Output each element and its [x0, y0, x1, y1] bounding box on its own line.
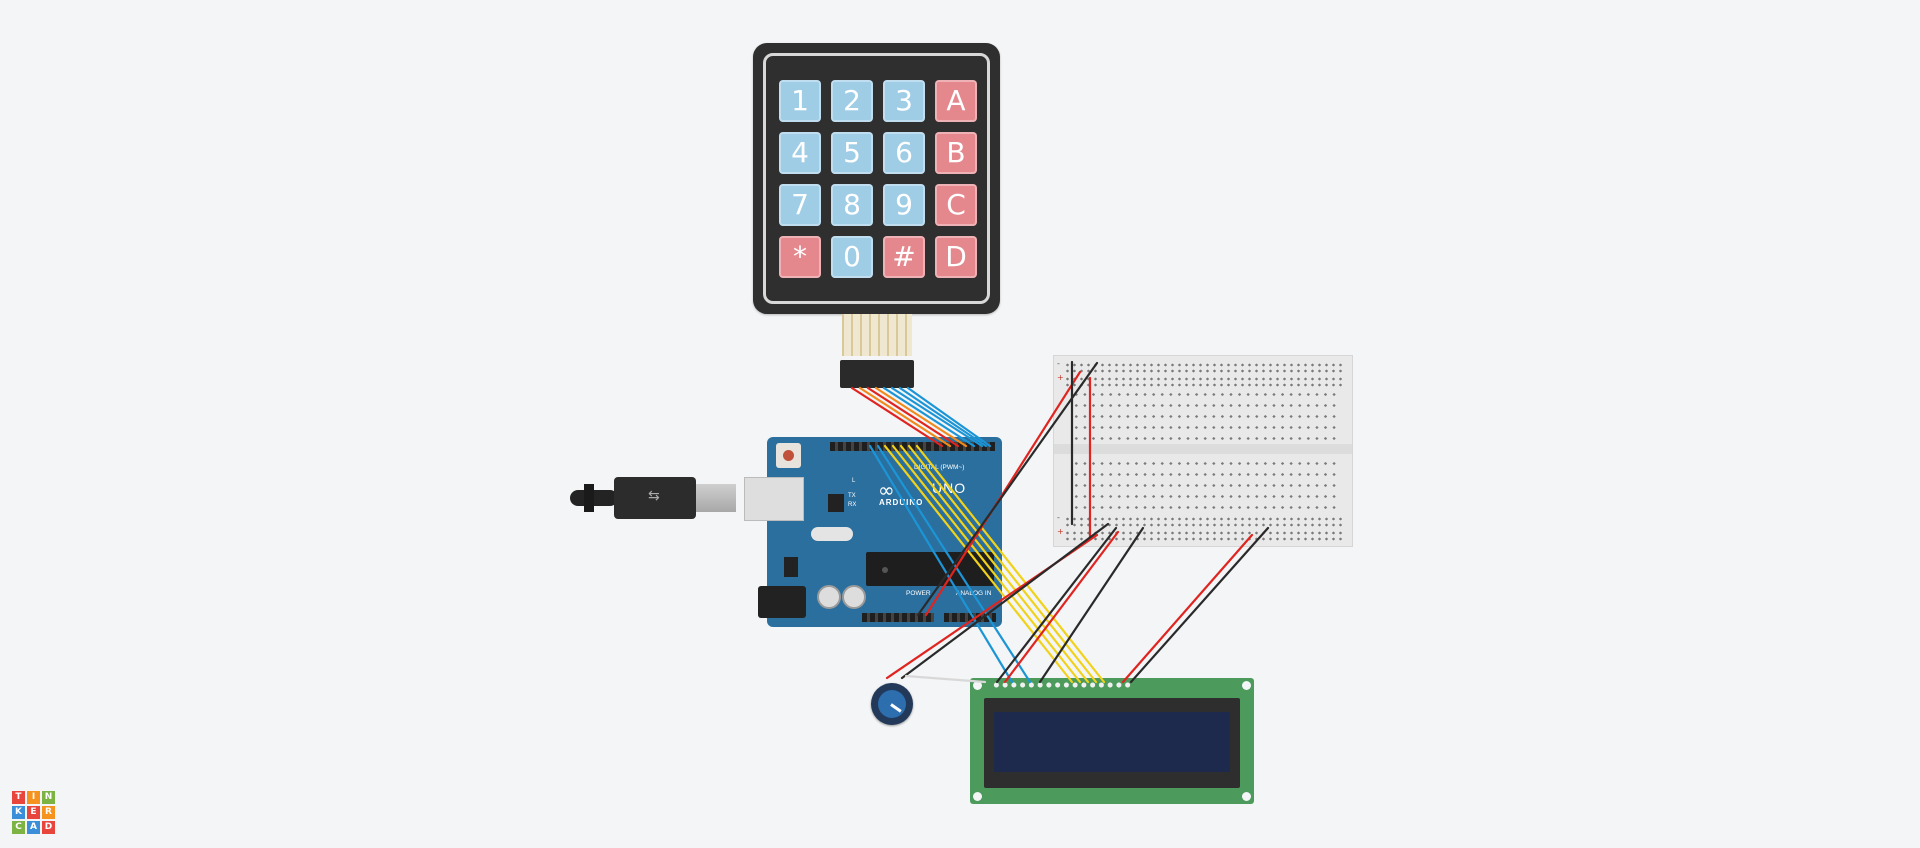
- usb-plug-metal: [696, 484, 736, 512]
- breadboard-lower-terminals[interactable]: [1072, 458, 1336, 513]
- keypad-connector[interactable]: [840, 360, 914, 388]
- lcd-mount-hole: [973, 681, 982, 690]
- reset-button[interactable]: [776, 443, 801, 468]
- power-label: POWER: [906, 590, 931, 597]
- logo-letter: C: [12, 821, 25, 834]
- usb-plug[interactable]: [614, 477, 696, 519]
- wire-lcd-backlight-a: [1121, 533, 1254, 684]
- arduino-model: UNO: [932, 480, 967, 496]
- logo-letter: K: [12, 806, 25, 819]
- keypad-key[interactable]: #: [883, 236, 925, 278]
- usb-cable-strain-relief: [584, 484, 594, 512]
- logo-letter: N: [42, 791, 55, 804]
- arduino-brand: ARDUINO: [879, 498, 924, 507]
- usb-cable[interactable]: [570, 490, 618, 506]
- logo-letter: R: [42, 806, 55, 819]
- lcd-mount-hole: [973, 792, 982, 801]
- capacitor-right: [842, 585, 866, 609]
- breadboard-upper-terminals[interactable]: [1072, 389, 1336, 444]
- wire-lcd-rw: [1038, 526, 1145, 684]
- crystal-oscillator: [811, 527, 853, 541]
- breadboard-bottom-rail-positive[interactable]: [1064, 530, 1342, 542]
- keypad-key[interactable]: 5: [831, 132, 873, 174]
- keypad-key[interactable]: 3: [883, 80, 925, 122]
- keypad-key[interactable]: 7: [779, 184, 821, 226]
- potentiometer[interactable]: [871, 683, 913, 725]
- breadboard-top-rail-positive[interactable]: [1064, 376, 1342, 388]
- led-tx-label: TX: [848, 493, 856, 499]
- arduino-logo-icon: ∞: [878, 478, 895, 502]
- analog-header[interactable]: [944, 613, 996, 622]
- wire-lcd-vss: [995, 526, 1118, 684]
- keypad-key[interactable]: B: [935, 132, 977, 174]
- logo-letter: E: [27, 806, 40, 819]
- capacitor-left: [817, 585, 841, 609]
- led-l-label: L: [852, 478, 856, 484]
- lcd-16x2[interactable]: [970, 678, 1254, 804]
- usb-port: [744, 477, 804, 521]
- logo-letter: A: [27, 821, 40, 834]
- logo-letter: T: [12, 791, 25, 804]
- breadboard-bottom-rail-negative[interactable]: [1064, 516, 1342, 528]
- breadboard-top-rail-negative[interactable]: [1064, 362, 1342, 374]
- keypad-key[interactable]: 1: [779, 80, 821, 122]
- rail-minus-label: -: [1057, 513, 1060, 522]
- voltage-regulator: [784, 557, 798, 577]
- keypad-key[interactable]: 2: [831, 80, 873, 122]
- keypad-key[interactable]: A: [935, 80, 977, 122]
- usb-icon: ⇆: [648, 488, 660, 504]
- lcd-pin-header[interactable]: [992, 682, 1132, 688]
- power-jack[interactable]: [758, 586, 806, 618]
- breadboard-center-channel: [1054, 444, 1352, 454]
- keypad-ribbon-cable: [842, 314, 912, 356]
- logo-letter: D: [42, 821, 55, 834]
- led-rx-label: RX: [848, 502, 857, 508]
- usb-controller-chip: [828, 494, 844, 512]
- wire-lcd-backlight-k: [1129, 526, 1270, 684]
- digital-header[interactable]: [830, 442, 995, 451]
- keypad-key[interactable]: D: [935, 236, 977, 278]
- keypad-key[interactable]: C: [935, 184, 977, 226]
- wire-lcd-vdd: [1003, 530, 1120, 684]
- lcd-mount-hole: [1242, 792, 1251, 801]
- lcd-display: [994, 712, 1230, 772]
- rail-plus-label: +: [1057, 527, 1064, 536]
- keypad-frame: [763, 53, 990, 304]
- logo-letter: I: [27, 791, 40, 804]
- breadboard[interactable]: - + - +: [1053, 355, 1353, 547]
- keypad-key[interactable]: 0: [831, 236, 873, 278]
- rail-minus-label: -: [1057, 359, 1060, 368]
- chip-notch: [882, 567, 888, 573]
- digital-label: DIGITAL (PWM~): [914, 464, 965, 471]
- keypad-key[interactable]: 4: [779, 132, 821, 174]
- power-header[interactable]: [862, 613, 934, 622]
- lcd-mount-hole: [1242, 681, 1251, 690]
- keypad-key[interactable]: *: [779, 236, 821, 278]
- lcd-bezel: [984, 698, 1240, 788]
- keypad-key[interactable]: 9: [883, 184, 925, 226]
- keypad-key[interactable]: 8: [831, 184, 873, 226]
- rail-plus-label: +: [1057, 373, 1064, 382]
- analog-label: ANALOG IN: [956, 590, 992, 597]
- keypad-key[interactable]: 6: [883, 132, 925, 174]
